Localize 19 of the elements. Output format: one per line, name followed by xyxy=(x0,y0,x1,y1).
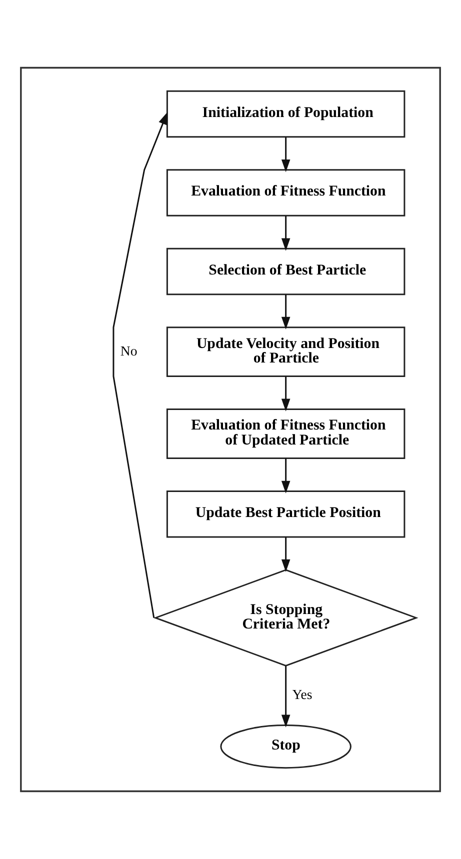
node-diamond: Is Stopping Criteria Met? xyxy=(153,569,418,666)
arrow xyxy=(281,537,290,572)
arrow xyxy=(281,137,290,172)
edge-label: No xyxy=(120,343,138,358)
cluster xyxy=(20,66,441,792)
arrow xyxy=(281,294,290,330)
node-box: Evaluation of Fitness Function of Updated Particle xyxy=(166,408,406,459)
node-box: Selection of Best Particle xyxy=(166,248,406,296)
node-box: Update Best Particle Position xyxy=(166,490,406,538)
arrow xyxy=(281,666,290,728)
edge-label: Yes xyxy=(292,687,312,702)
node-box: Evaluation of Fitness Function xyxy=(166,169,406,216)
node-box: Initialization of Population xyxy=(166,90,406,138)
arrow xyxy=(112,112,168,618)
arrow xyxy=(281,458,290,494)
arrow xyxy=(281,376,290,412)
arrow xyxy=(281,216,290,251)
node-ellipse: Stop xyxy=(220,724,352,769)
node-box: Update Velocity and Position of Particle xyxy=(166,326,406,378)
